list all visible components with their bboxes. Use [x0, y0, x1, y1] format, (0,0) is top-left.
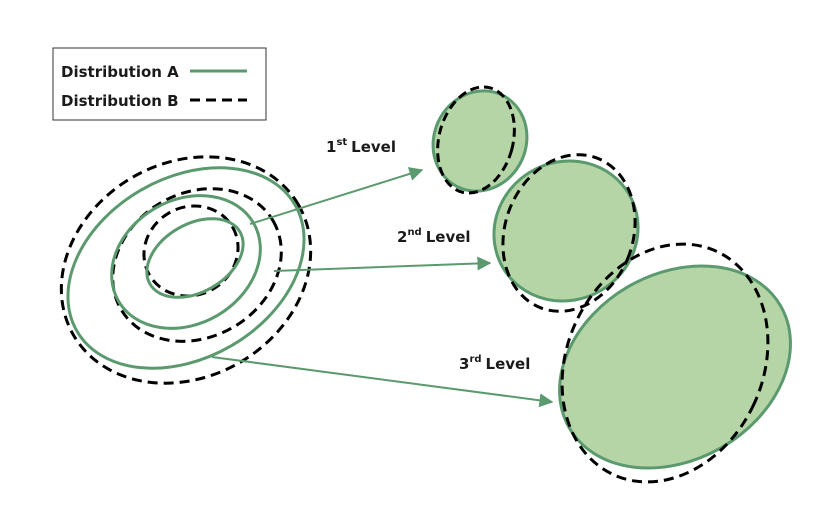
level-1-suffix: st [336, 137, 347, 148]
level-1-label: 1st Level [326, 137, 396, 156]
level-3-distribution-b [560, 242, 770, 484]
level-2-suffix: nd [407, 227, 421, 238]
legend: Distribution A Distribution B [52, 47, 267, 121]
level-2-distribution-b [501, 153, 637, 313]
legend-box [52, 47, 267, 121]
level-3-label: 3rd Level [459, 354, 530, 373]
arrow-to-level-1 [249, 167, 424, 225]
distribution-a-middle-ring [110, 194, 262, 330]
level-1-word: Level [351, 138, 396, 156]
level-2-label: 2nd Level [397, 227, 471, 246]
arrow-to-level-3 [211, 356, 554, 408]
level-3-word: Level [486, 355, 531, 373]
level-2-number: 2 [397, 228, 407, 246]
level-2-distributions [492, 153, 640, 313]
distribution-b-outer-ring [59, 155, 313, 385]
level-1-number: 1 [326, 138, 336, 156]
legend-label-distribution-a: Distribution A [61, 63, 179, 81]
level-1-distribution-b [436, 85, 516, 195]
level-3-distributions [558, 242, 792, 484]
level-3-suffix: rd [469, 354, 481, 365]
level-1-distributions [431, 85, 529, 195]
level-arrows [211, 167, 554, 408]
legend-label-distribution-b: Distribution B [61, 92, 179, 110]
arrow-to-level-2 [273, 256, 492, 272]
level-3-number: 3 [459, 355, 469, 373]
distribution-a-outer-ring [66, 166, 306, 370]
distribution-a-inner-ring [145, 217, 245, 299]
distribution-b-inner-ring [142, 204, 240, 298]
distribution-b-middle-ring [111, 187, 283, 343]
level-2-word: Level [426, 228, 471, 246]
